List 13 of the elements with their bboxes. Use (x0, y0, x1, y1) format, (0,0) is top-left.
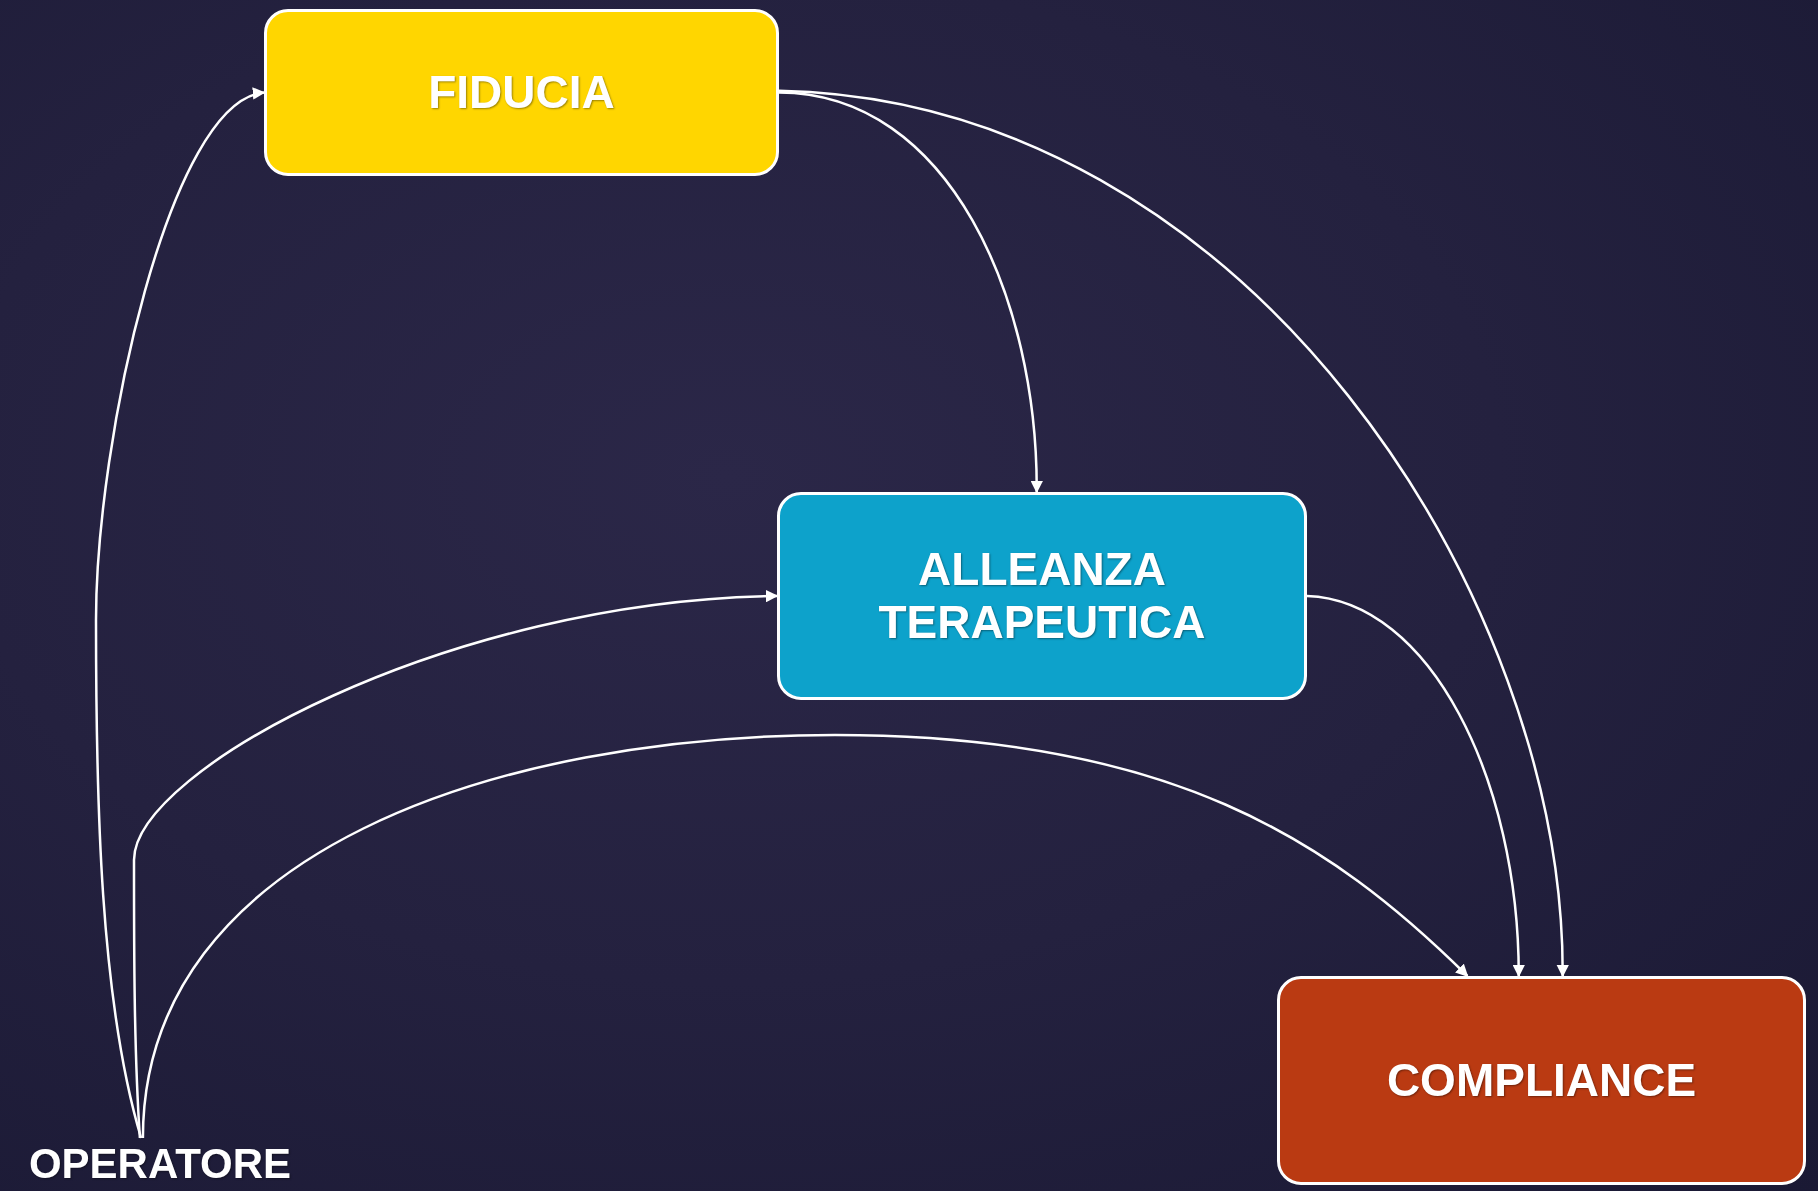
process-box (1277, 976, 1806, 1185)
box-label: COMPLIANCE (1386, 1054, 1697, 1107)
box-label: FIDUCIA (428, 66, 615, 119)
box-label: ALLEANZA TERAPEUTICA (877, 543, 1207, 649)
arrow (778, 91, 1043, 494)
node-label: OPERATORE (28, 1139, 292, 1189)
arrow (94, 90, 266, 1139)
process-box (264, 9, 779, 176)
arrow (132, 590, 779, 1139)
arrow (778, 89, 1569, 978)
arrow (1306, 594, 1525, 978)
arrow (141, 733, 1469, 1139)
process-box (777, 492, 1307, 700)
